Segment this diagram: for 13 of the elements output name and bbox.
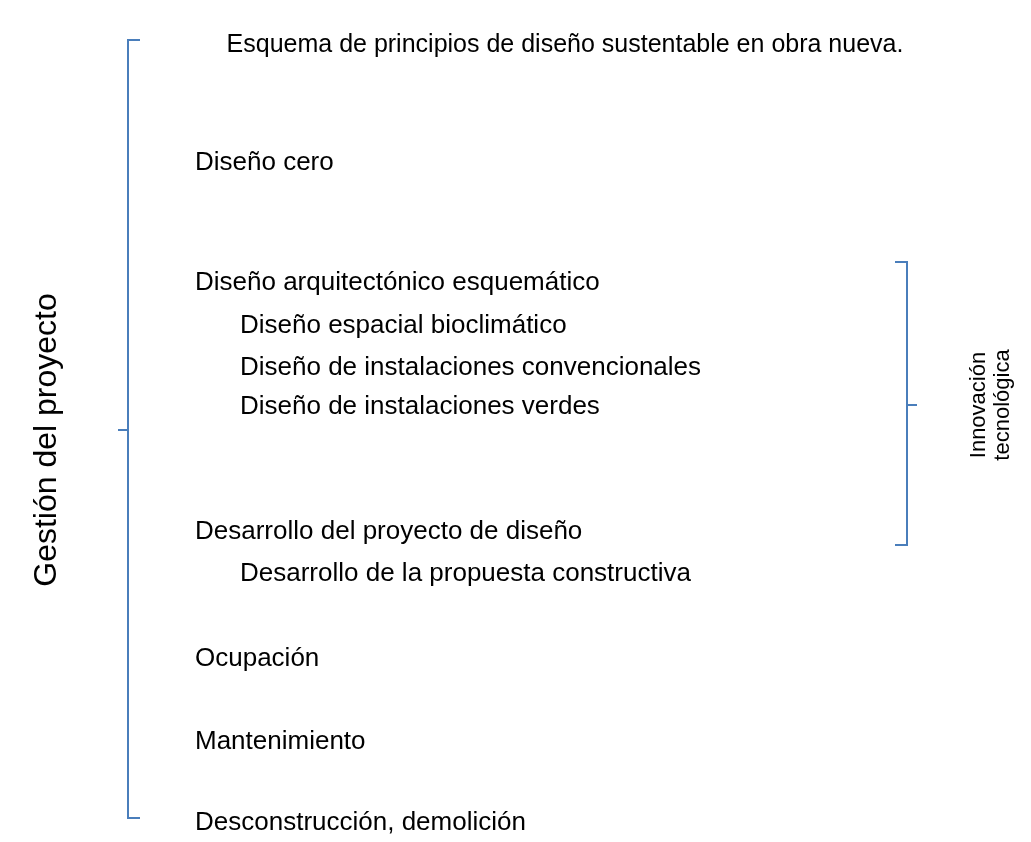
list-item: Diseño cero <box>195 146 334 176</box>
list-item: Diseño de instalaciones convencionales <box>240 351 702 381</box>
list-item: Desconstrucción, demolición <box>195 806 526 836</box>
list-item: Diseño espacial bioclimático <box>240 309 567 339</box>
list-item: Diseño de instalaciones verdes <box>240 390 600 420</box>
list-item: Desarrollo de la propuesta constructiva <box>240 557 691 587</box>
vertical-label: Gestión del proyecto <box>26 292 64 589</box>
vertical-label: Innovación tecnológica <box>964 348 1015 463</box>
diagram-title: Esquema de principios de diseño sustentable en obra nueva. <box>225 30 905 57</box>
list-item: Ocupación <box>195 642 320 672</box>
list-item: Mantenimiento <box>195 725 366 755</box>
list-item: Desarrollo del proyecto de diseño <box>195 515 583 545</box>
list-item: Diseño arquitectónico esquemático <box>195 266 600 296</box>
